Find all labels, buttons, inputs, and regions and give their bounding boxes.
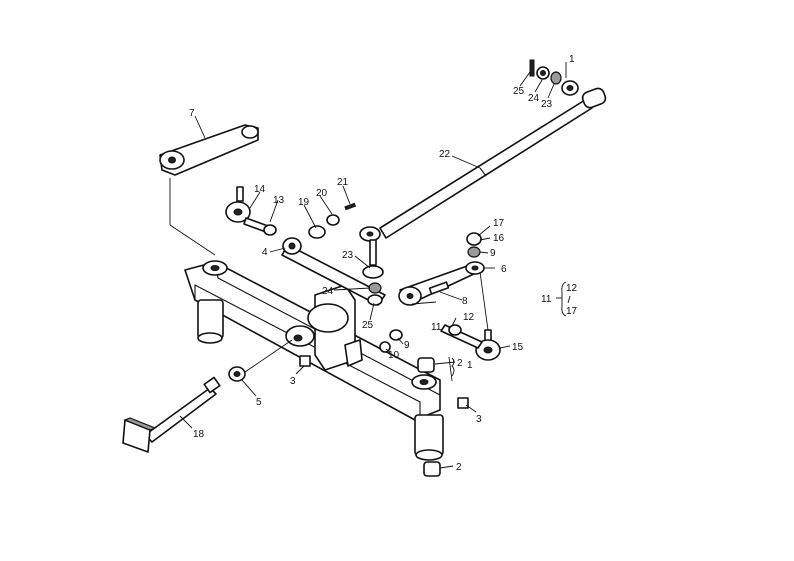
callout-3: 3 bbox=[290, 376, 296, 387]
tie-rod-end-hardware bbox=[529, 59, 579, 96]
callout-23: 23 bbox=[541, 99, 553, 110]
callout-labels: 1 25 24 23 7 22 14 13 19 20 21 17 16 9 6… bbox=[189, 54, 575, 473]
callout-22: 22 bbox=[439, 149, 451, 160]
bushing-upper bbox=[417, 357, 435, 373]
callout-9: 9 bbox=[490, 248, 496, 259]
callout-1: 1 bbox=[467, 360, 473, 371]
callout-23: 23 bbox=[342, 250, 354, 261]
legend-parent: 11 bbox=[541, 294, 552, 305]
leader-lines bbox=[179, 62, 567, 469]
callout-11: 11 bbox=[431, 322, 442, 333]
callout-24: 24 bbox=[528, 93, 540, 104]
callout-8: 8 bbox=[462, 296, 468, 307]
callout-7: 7 bbox=[189, 108, 195, 119]
callout-21: 21 bbox=[337, 177, 349, 188]
callout-13: 13 bbox=[273, 195, 285, 206]
callout-25: 25 bbox=[362, 320, 374, 331]
callout-1: 1 bbox=[569, 54, 575, 65]
callout-19: 19 bbox=[298, 197, 310, 208]
tie-rod bbox=[359, 87, 607, 242]
callout-10: 10 bbox=[388, 350, 400, 361]
callout-15: 15 bbox=[512, 342, 524, 353]
callout-17: 17 bbox=[493, 218, 505, 229]
callout-12: 12 bbox=[463, 312, 475, 323]
callout-24: 24 bbox=[322, 286, 334, 297]
pivot-pin bbox=[281, 202, 386, 306]
callout-5: 5 bbox=[256, 397, 262, 408]
grease-fitting-left bbox=[299, 355, 311, 367]
drag-link bbox=[398, 232, 485, 306]
nut-and-washer bbox=[379, 329, 403, 353]
assembly-legend: 11 12 17 bbox=[541, 281, 578, 317]
legend-child-17: 17 bbox=[566, 306, 578, 317]
callout-18: 18 bbox=[193, 429, 205, 440]
callout-25: 25 bbox=[513, 86, 525, 97]
callout-9: 9 bbox=[404, 340, 410, 351]
center-bolt-stack bbox=[362, 239, 384, 306]
axle-pivot-pin bbox=[122, 376, 221, 453]
ball-joint-right bbox=[440, 271, 501, 361]
callout-4: 4 bbox=[262, 247, 268, 258]
bushing-lower bbox=[423, 461, 441, 477]
callout-14: 14 bbox=[254, 184, 266, 195]
front-axle-beam bbox=[184, 260, 444, 461]
callout-2: 2 bbox=[456, 462, 462, 473]
steering-arm bbox=[159, 124, 259, 256]
legend-child-12: 12 bbox=[566, 283, 578, 294]
callout-3: 3 bbox=[476, 414, 482, 425]
callout-6: 6 bbox=[501, 264, 507, 275]
callout-16: 16 bbox=[493, 233, 505, 244]
washer bbox=[228, 339, 293, 382]
ball-joint-left bbox=[225, 186, 277, 236]
grease-fitting-right bbox=[457, 397, 469, 409]
callout-20: 20 bbox=[316, 188, 328, 199]
callout-2: 2 bbox=[457, 358, 463, 369]
